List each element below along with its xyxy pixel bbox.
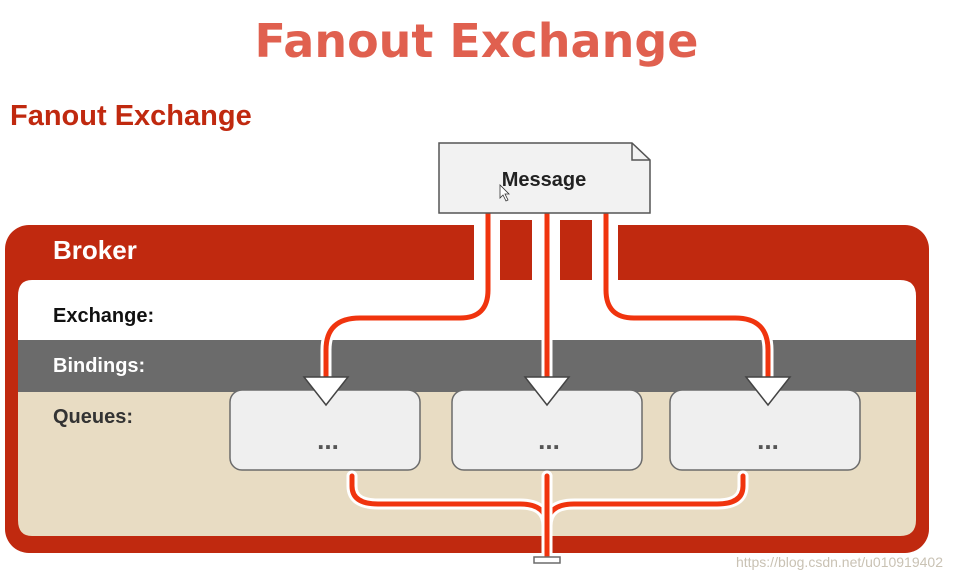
broker-notch-bar-2 [560,220,592,280]
bindings-label: Bindings: [53,355,145,377]
message-label: Message [502,169,587,191]
queues-label: Queues: [53,406,133,428]
broker-notch-bar-1 [500,220,532,280]
message-box-fold [631,143,650,161]
exchange-label: Exchange: [53,305,154,327]
message-box [438,142,651,214]
route-line-right [603,209,771,381]
diagram-title: Fanout Exchange [10,100,252,132]
broker-label: Broker [53,235,137,265]
binding-arrow-2 [523,376,571,407]
queue-label-1: ... [317,425,339,455]
slide-title: Fanout Exchange [254,14,699,68]
queue-label-2: ... [538,425,560,455]
consumer-stub [533,556,561,564]
queue-label-3: ... [757,425,779,455]
exchange-row [18,280,916,340]
mouse-cursor-icon [499,184,510,202]
binding-arrow-1 [302,376,350,407]
binding-arrow-3 [744,376,792,407]
route-line-left [323,209,491,381]
watermark: https://blog.csdn.net/u010919402 [735,554,943,570]
